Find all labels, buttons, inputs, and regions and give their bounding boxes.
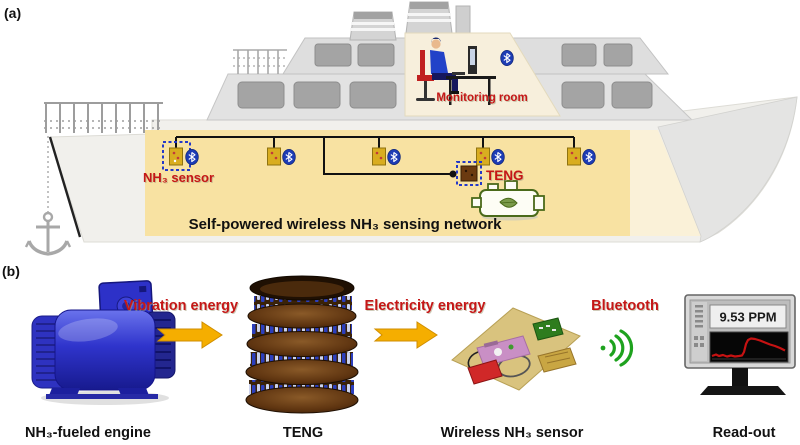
bluetooth-icon bbox=[387, 148, 401, 166]
teng-on-engine: TENG bbox=[456, 161, 545, 221]
bluetooth-icon bbox=[500, 49, 514, 67]
electricity-energy-label: Electricity energy bbox=[365, 298, 486, 314]
engine-icon bbox=[471, 180, 545, 221]
teng-connector-node bbox=[449, 170, 457, 178]
nh3-sensor-label: NH₃ sensor bbox=[143, 170, 214, 185]
monitoring-room: Monitoring room bbox=[404, 32, 561, 117]
anchor-icon bbox=[24, 136, 72, 256]
upper-deck-railing bbox=[233, 49, 287, 74]
panel-a-label: (a) bbox=[4, 5, 21, 21]
wireless-sensor-board-illustration bbox=[451, 307, 581, 391]
ship-bow bbox=[657, 96, 798, 243]
bluetooth-label: Bluetooth bbox=[591, 298, 659, 314]
sensor-node bbox=[267, 147, 281, 166]
bluetooth-icon bbox=[282, 148, 296, 166]
bluetooth-icon bbox=[582, 148, 596, 166]
teng-label-b: TENG bbox=[283, 425, 323, 441]
ppm-reading: 9.53 PPM bbox=[719, 310, 776, 325]
monitoring-room-label: Monitoring room bbox=[436, 92, 527, 104]
network-caption: Self-powered wireless NH₃ sensing networ… bbox=[189, 216, 503, 233]
sensor-network-wiring bbox=[175, 136, 575, 175]
sensing-network-panel bbox=[145, 130, 630, 236]
operator-at-desk bbox=[416, 37, 496, 105]
sensor-node bbox=[372, 147, 386, 166]
ship-funnels bbox=[349, 1, 471, 41]
sensor-nodes bbox=[162, 141, 596, 171]
vibration-energy-label: Vibration energy bbox=[124, 298, 238, 314]
monitor-control-strip bbox=[692, 302, 707, 361]
sensor-node bbox=[567, 147, 581, 166]
panel-b-label: (b) bbox=[2, 263, 20, 279]
bluetooth-icon bbox=[491, 148, 505, 166]
bluetooth-icon bbox=[185, 148, 199, 166]
ship-stern-edge bbox=[48, 136, 82, 238]
flow-arrow-icon bbox=[373, 321, 438, 349]
engine-label: NH₃-fueled engine bbox=[25, 425, 151, 441]
teng-stack-illustration bbox=[245, 275, 359, 414]
response-curve bbox=[711, 337, 786, 358]
nh3-engine-illustration bbox=[31, 280, 176, 405]
sensor-label: Wireless NH₃ sensor bbox=[441, 425, 584, 441]
stern-railing bbox=[44, 102, 163, 133]
hull-cream-section bbox=[630, 130, 701, 236]
readout-label: Read-out bbox=[713, 425, 776, 441]
signal-waves-icon bbox=[600, 329, 634, 367]
panel-a-ship-scene: (a) bbox=[4, 1, 798, 256]
sensor-node bbox=[476, 147, 490, 166]
readout-monitor-illustration: 9.53 PPM bbox=[684, 294, 796, 395]
flow-arrow-icon bbox=[156, 321, 223, 349]
teng-label-a: TENG bbox=[486, 168, 524, 183]
panel-b-flow: (b) bbox=[2, 263, 796, 441]
ppm-display bbox=[709, 304, 787, 329]
